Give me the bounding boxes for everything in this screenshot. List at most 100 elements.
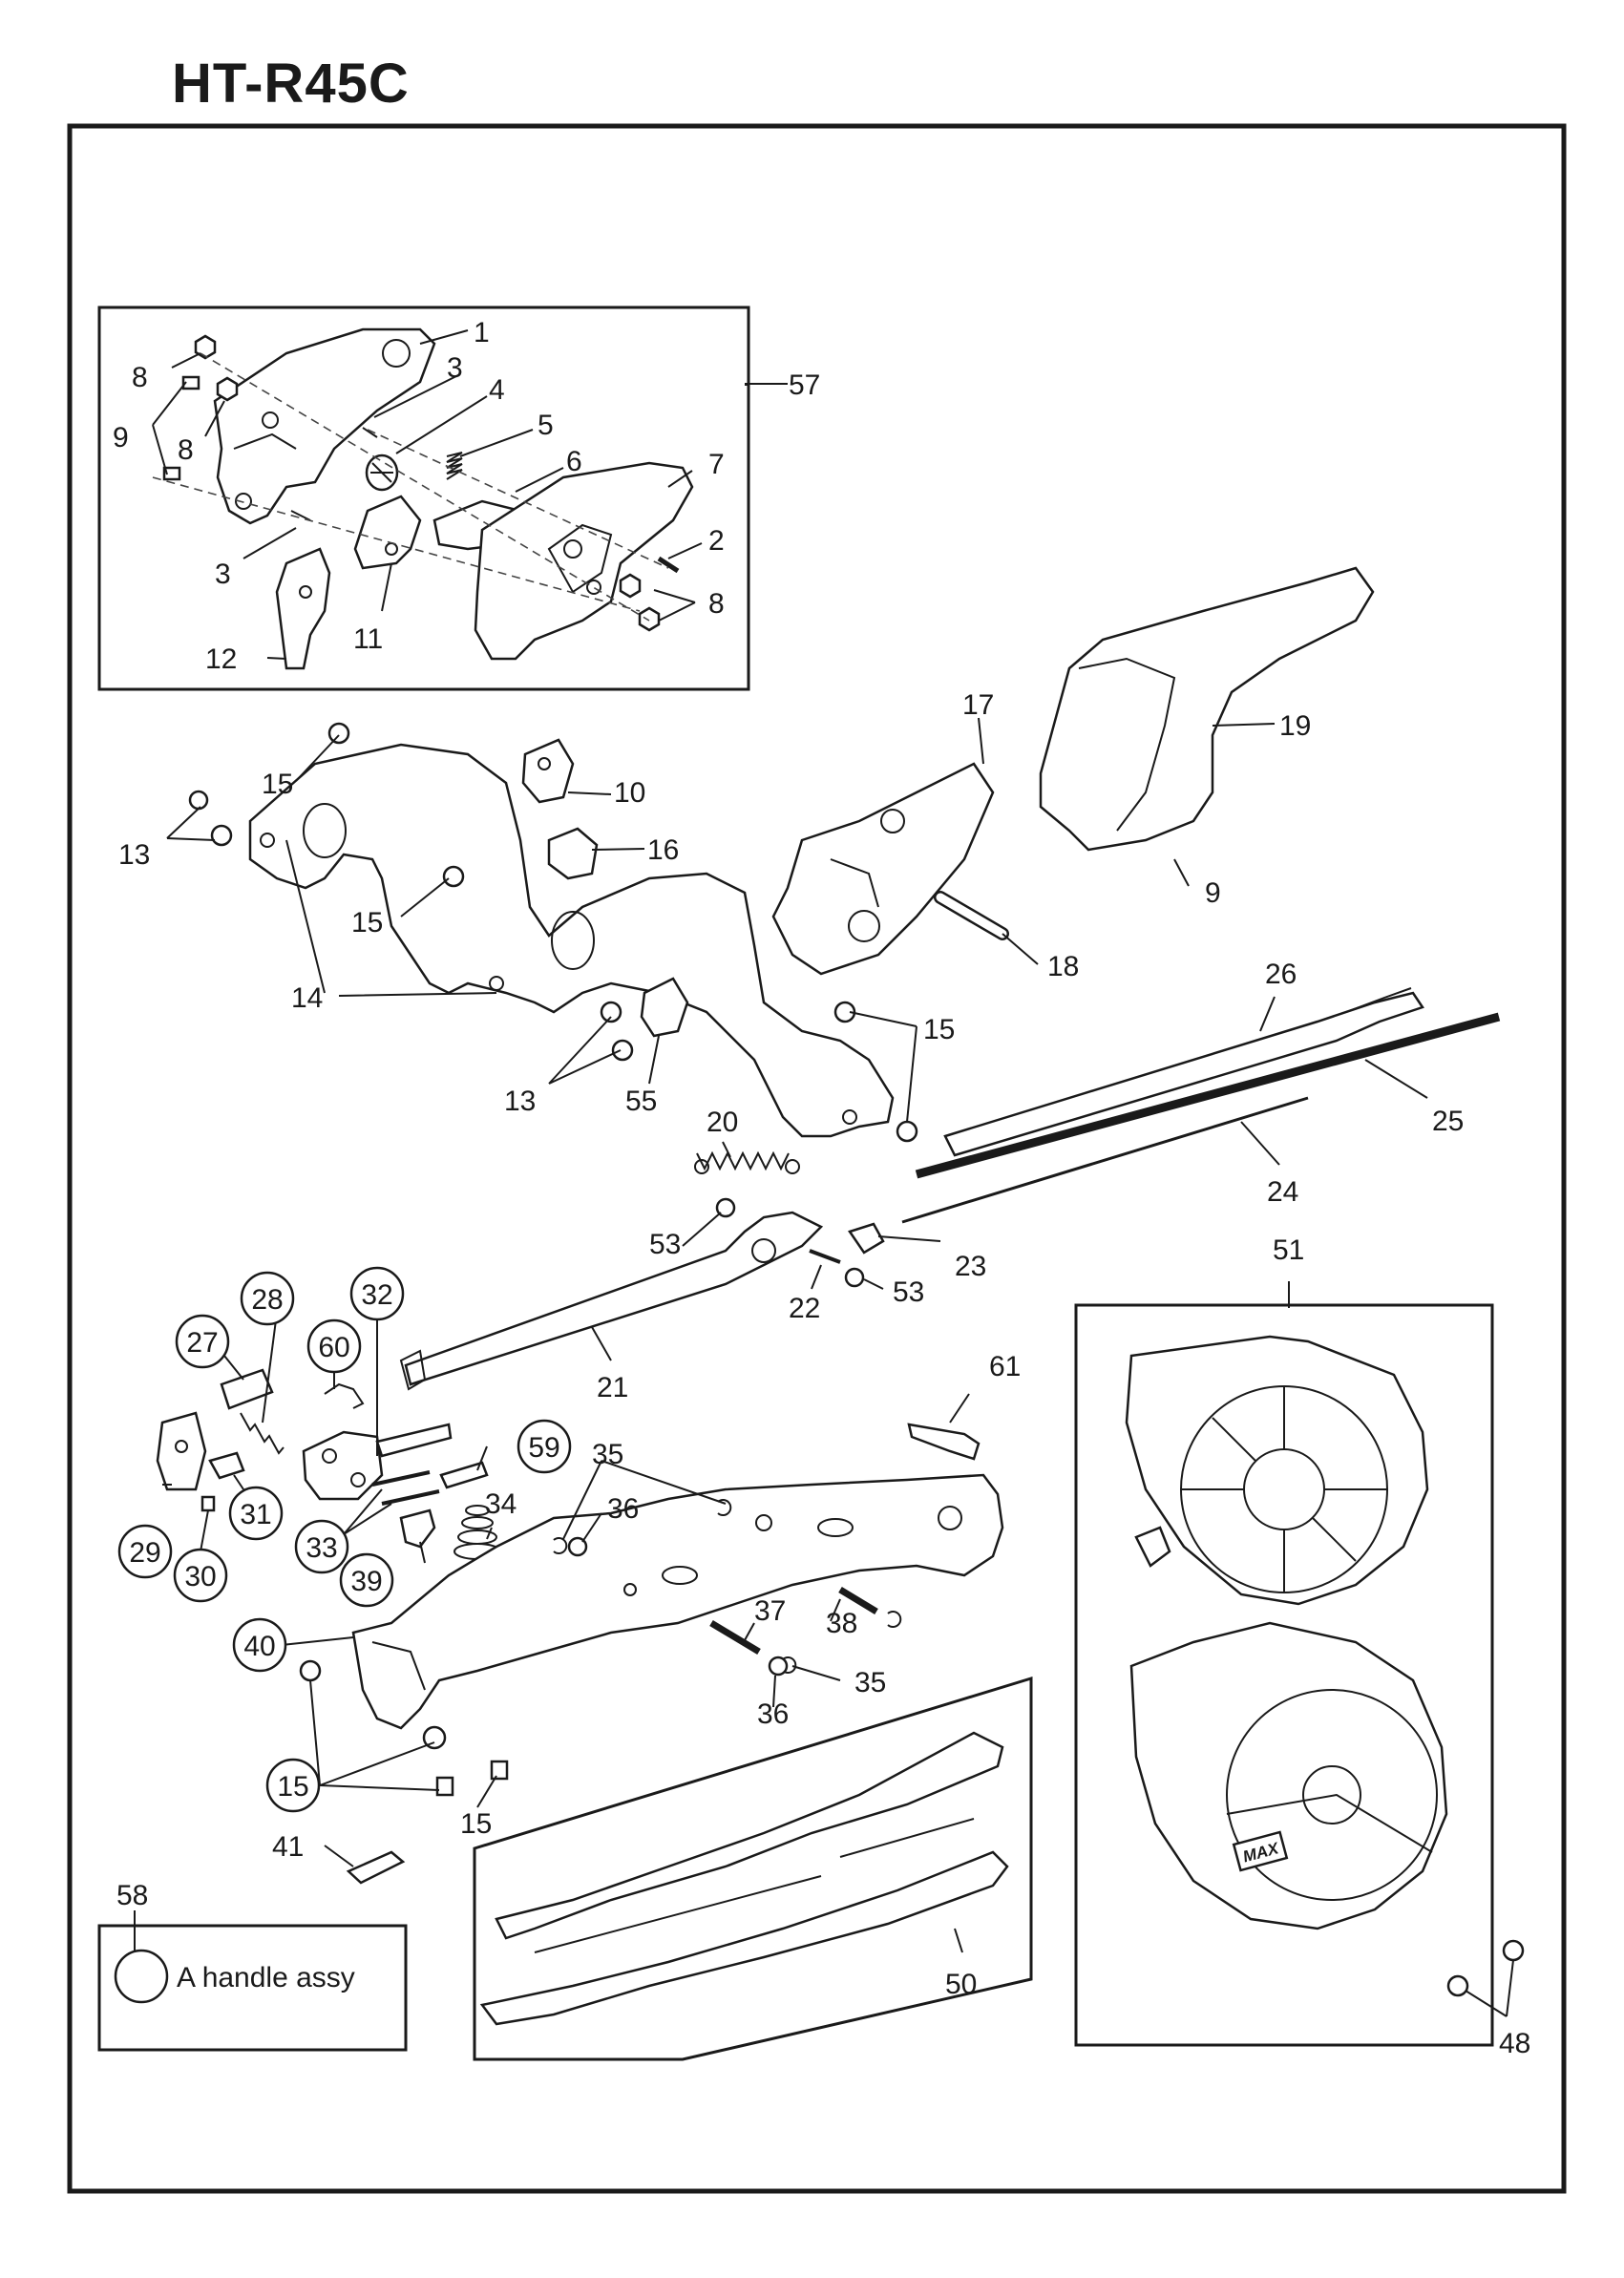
callout-34: 34 — [485, 1488, 517, 1520]
callout-48: 48 — [1499, 2028, 1530, 2059]
callout-8-mid: 8 — [178, 434, 194, 466]
part-25-threaded-rod — [915, 1012, 1501, 1179]
callout-14: 14 — [291, 982, 323, 1014]
legend-box-58 — [97, 1924, 408, 2052]
part-5-coil-spring — [446, 452, 463, 480]
callout-38: 38 — [826, 1608, 857, 1639]
part-16-block — [547, 827, 599, 880]
part-39-trigger — [399, 1508, 436, 1549]
callout-12: 12 — [205, 643, 237, 675]
part-24-rod — [901, 1096, 1309, 1224]
part-9-screws — [162, 375, 200, 481]
part-8-nuts — [194, 334, 661, 632]
part-50-rails — [479, 1731, 1009, 2026]
callout-37: 37 — [754, 1595, 786, 1627]
part-1-upper-lever — [213, 327, 436, 525]
callout-27: 27 — [186, 1327, 218, 1359]
callout-55: 55 — [625, 1086, 657, 1117]
callout-9-upper: 9 — [113, 422, 129, 453]
callout-4: 4 — [489, 374, 505, 406]
part-20-spring — [694, 1150, 800, 1174]
part-2-3-pins — [290, 427, 680, 574]
callout-15-b: 15 — [351, 907, 383, 939]
callout-2: 2 — [708, 525, 725, 557]
part-26-guide-rail — [943, 987, 1424, 1157]
callout-26: 26 — [1265, 959, 1297, 990]
part-30-pin — [200, 1495, 216, 1512]
callout-51: 51 — [1273, 1234, 1304, 1266]
page-title: HT-R45C — [172, 53, 410, 115]
part-13-15-screws — [188, 722, 918, 1143]
callout-9-b: 9 — [1205, 877, 1221, 909]
callout-13-b: 13 — [504, 1086, 536, 1117]
part-33-pins — [371, 1470, 440, 1506]
part-22-pin — [809, 1249, 841, 1264]
part-11-pawl — [353, 495, 422, 570]
part-15-lower-screws — [299, 1659, 509, 1797]
callout-15-a: 15 — [262, 769, 293, 800]
callout-8-top: 8 — [132, 362, 148, 393]
part-17-side-plate — [771, 762, 995, 976]
callout-33: 33 — [306, 1532, 337, 1564]
part-41-spring-plate — [346, 1850, 406, 1885]
callout-21: 21 — [597, 1372, 628, 1403]
callout-30: 30 — [184, 1561, 216, 1592]
callout-13-a: 13 — [118, 839, 150, 871]
part-14-main-frame — [248, 743, 895, 1138]
callout-59: 59 — [528, 1432, 559, 1464]
callout-17: 17 — [962, 689, 994, 721]
callout-57: 57 — [789, 369, 820, 401]
part-35-36-37-38-fasteners — [553, 1499, 902, 1677]
part-32-plate — [302, 1423, 453, 1501]
callout-5: 5 — [538, 410, 554, 441]
callout-6: 6 — [566, 446, 582, 477]
callout-61: 61 — [989, 1351, 1021, 1382]
callout-18: 18 — [1047, 951, 1079, 982]
part-19-handle-grip — [1039, 566, 1375, 852]
callout-60: 60 — [318, 1332, 349, 1363]
part-28-spring — [240, 1412, 285, 1455]
callout-24: 24 — [1267, 1176, 1298, 1208]
callout-15-e: 15 — [460, 1808, 492, 1840]
part-53-washers — [715, 1197, 865, 1288]
legend-text: A handle assy — [177, 1962, 355, 1993]
part-55-bracket — [640, 977, 689, 1038]
part-29-bracket — [156, 1411, 207, 1491]
legend-circle-symbol — [114, 1949, 169, 2004]
subassembly-box-51 — [1074, 1303, 1494, 2047]
callout-23: 23 — [955, 1251, 986, 1282]
callout-53-b: 53 — [893, 1276, 924, 1308]
circled-callouts — [117, 1266, 572, 1813]
part-27-clip — [220, 1368, 274, 1410]
callout-3-upper: 3 — [447, 352, 463, 384]
callout-15-c: 15 — [923, 1014, 955, 1045]
part-61-lever — [907, 1423, 981, 1461]
callout-28: 28 — [251, 1284, 283, 1316]
part-23-block — [848, 1222, 885, 1255]
subassembly-box-50 — [473, 1676, 1033, 2061]
callout-36-a: 36 — [607, 1493, 639, 1525]
part-60-spring-clip — [324, 1382, 365, 1409]
callout-16: 16 — [647, 834, 679, 866]
callout-15-d: 15 — [277, 1771, 308, 1803]
callout-29: 29 — [129, 1537, 160, 1569]
callout-11: 11 — [353, 623, 383, 655]
callout-20: 20 — [707, 1107, 738, 1138]
callout-35-a: 35 — [592, 1439, 623, 1470]
part-12-bracket — [275, 547, 331, 670]
part-31-latch — [208, 1451, 245, 1480]
part-51-reel-cover: MAX — [1125, 1335, 1525, 1997]
part-40-lower-frame — [351, 1473, 1004, 1730]
leader-lines — [134, 329, 1514, 2017]
callout-19: 19 — [1279, 710, 1311, 742]
callout-8-right: 8 — [708, 588, 725, 620]
diagram-frame — [67, 123, 1567, 2194]
callout-39: 39 — [350, 1566, 382, 1597]
callout-10: 10 — [614, 777, 645, 809]
callout-22: 22 — [789, 1293, 820, 1324]
callout-41: 41 — [272, 1831, 304, 1863]
callout-53-a: 53 — [649, 1229, 681, 1260]
callout-32: 32 — [361, 1279, 392, 1311]
part-21-lever-arm — [399, 1211, 824, 1391]
